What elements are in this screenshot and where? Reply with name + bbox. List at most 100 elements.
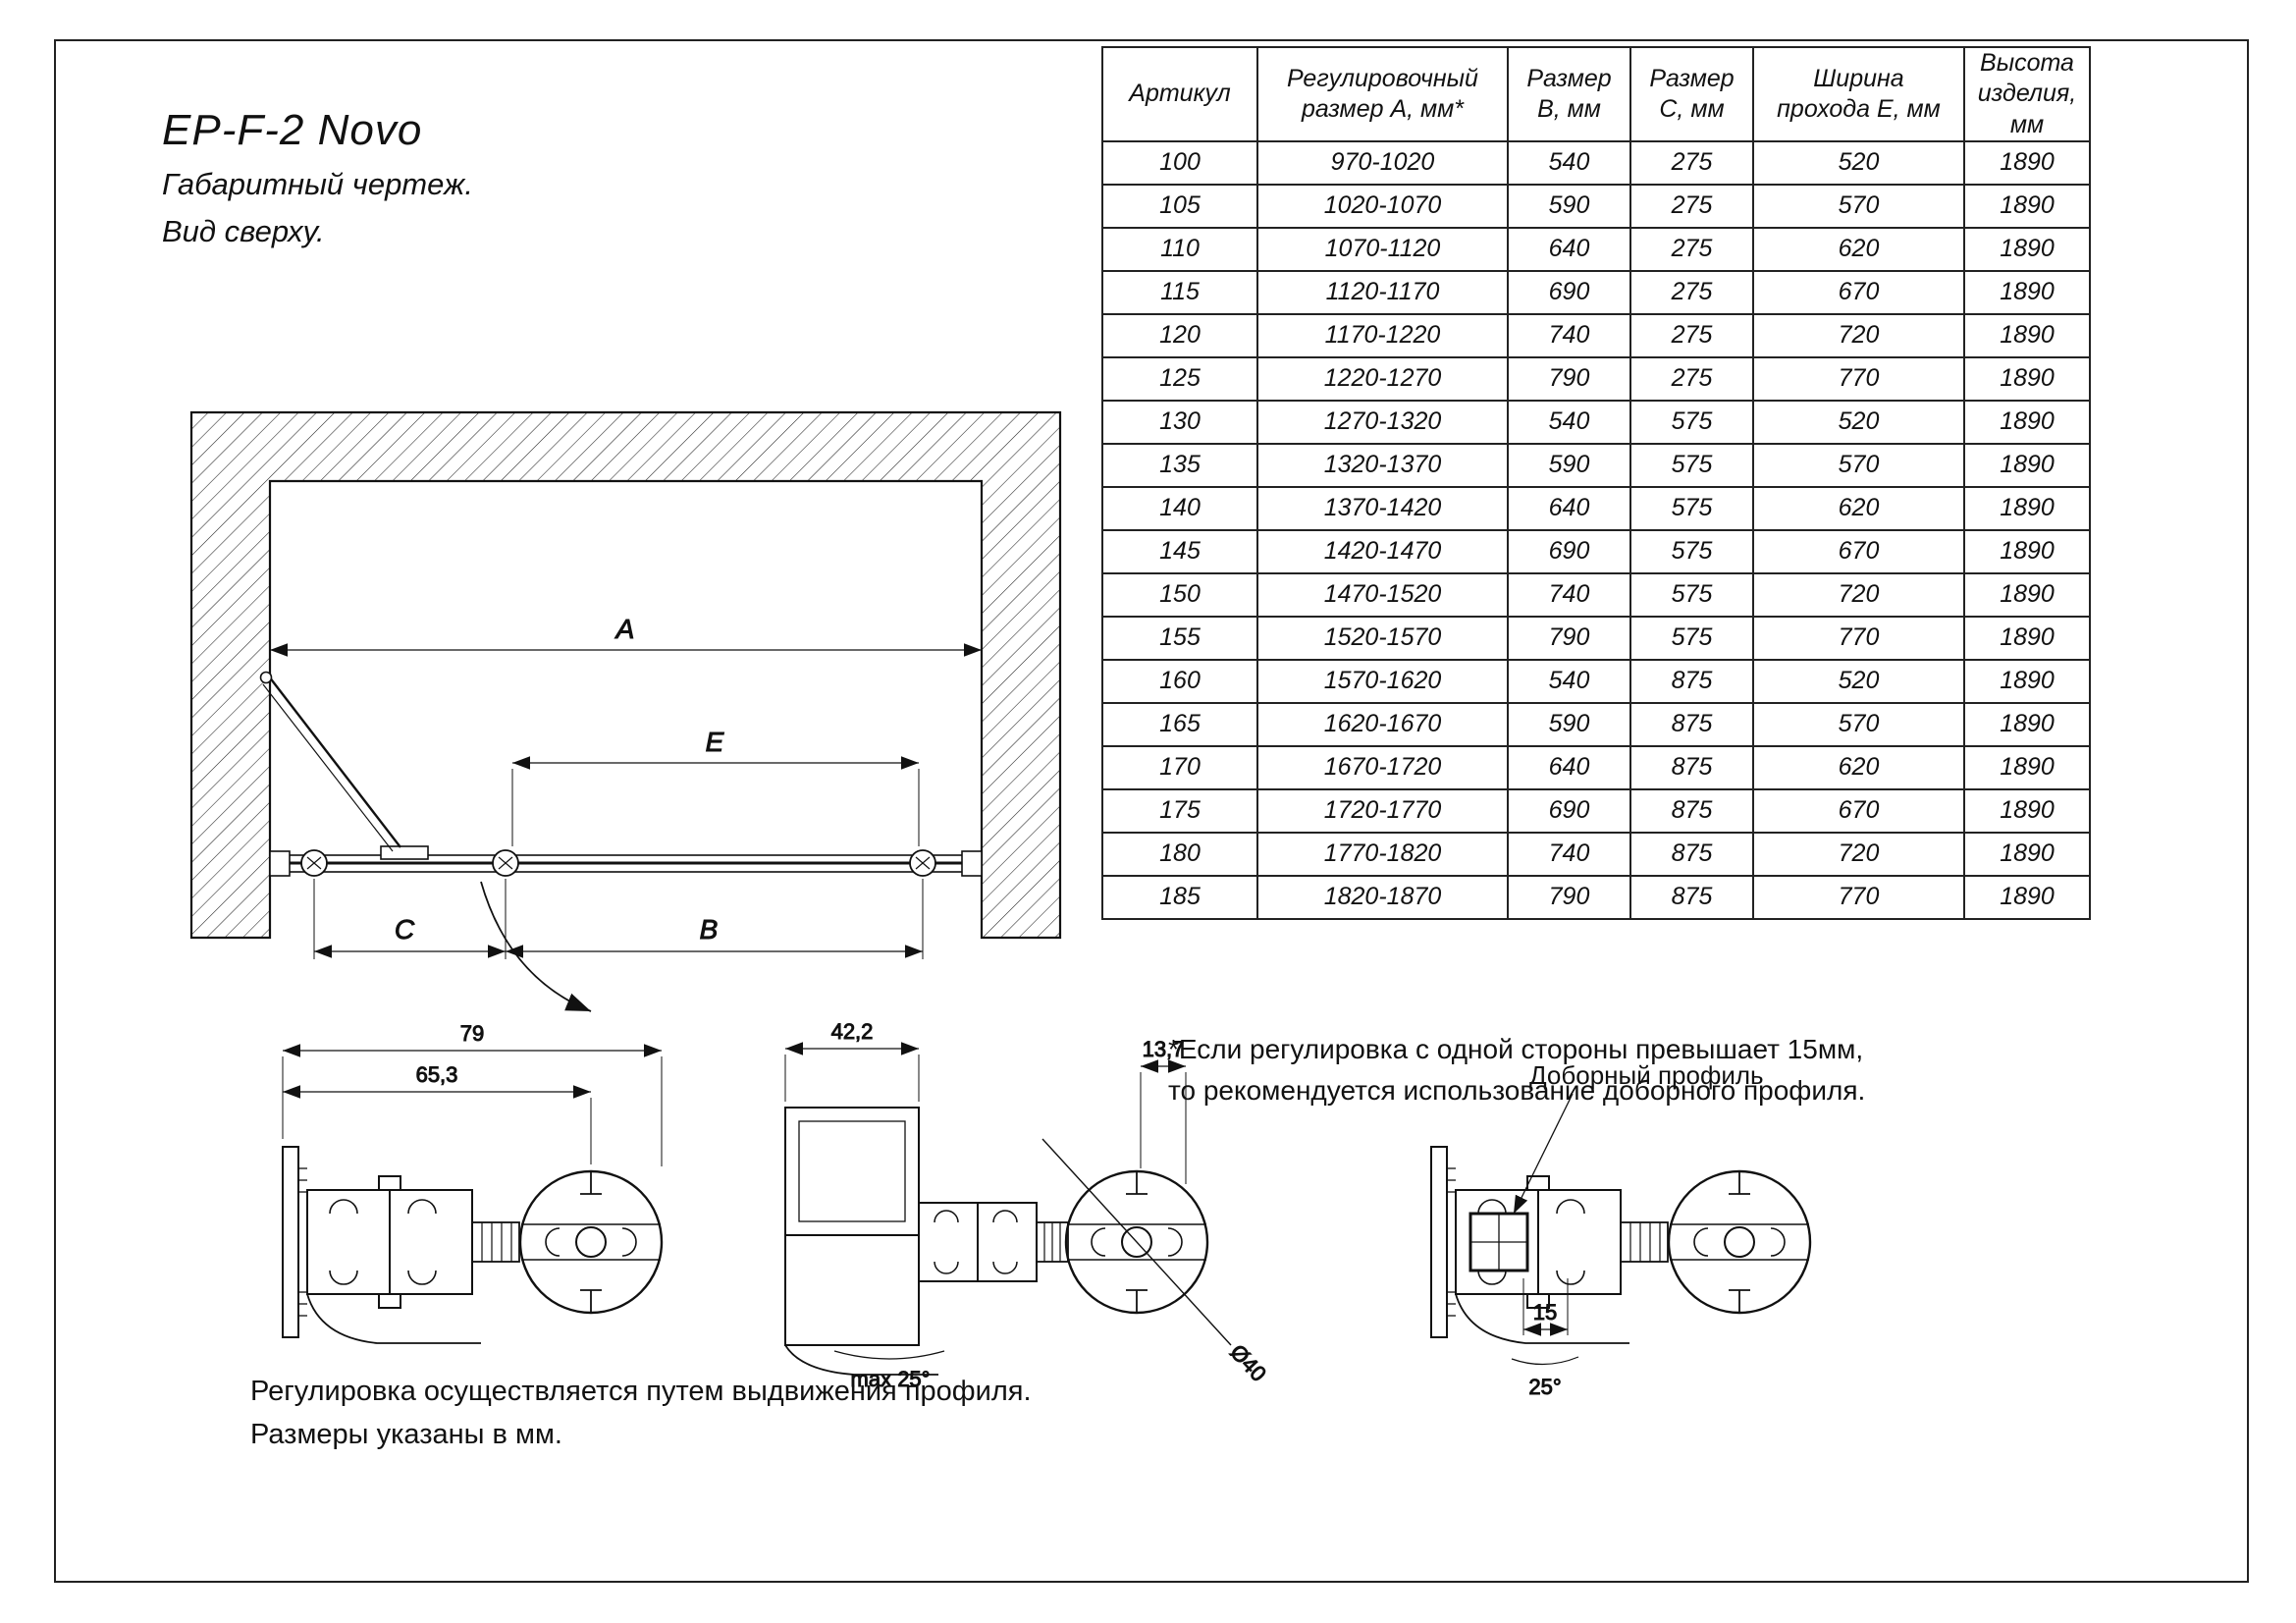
table-cell: 1420-1470 [1256,528,1509,574]
dim-b-label: B [700,914,719,945]
table-cell: 120 [1101,312,1258,358]
table-footnote: *Если регулировка с одной стороны превыш… [1168,1029,1865,1111]
table-cell: 275 [1629,183,1754,229]
dim-e-label: E [706,727,724,757]
table-cell: 770 [1752,615,1965,661]
dim-65-3-label: 65,3 [416,1062,458,1087]
table-cell: 1220-1270 [1256,355,1509,402]
column-header: Размер С, мм [1629,46,1754,142]
table-cell: 770 [1752,874,1965,920]
table-cell: 970-1020 [1256,139,1509,186]
dim-15-label: 15 [1533,1300,1557,1325]
table-cell: 1890 [1963,442,2091,488]
hinge-bracket [380,845,429,860]
table-cell: 790 [1507,874,1631,920]
table-cell: 1170-1220 [1256,312,1509,358]
table-cell: 520 [1752,139,1965,186]
table-cell: 875 [1629,658,1754,704]
column-header: Артикул [1101,46,1258,142]
table-cell: 520 [1752,399,1965,445]
table-cell: 1890 [1963,831,2091,877]
note-adjustment: Регулировка осуществляется путем выдвиже… [250,1376,1032,1407]
table-cell: 590 [1507,701,1631,747]
table-cell: 875 [1629,701,1754,747]
column-header: Ширина прохода Е, мм [1752,46,1965,142]
table-cell: 1890 [1963,139,2091,186]
open-door-leaf [259,671,401,852]
table-cell: 275 [1629,226,1754,272]
table-cell: 790 [1507,355,1631,402]
table-cell: 620 [1752,226,1965,272]
table-cell: 155 [1101,615,1258,661]
table-cell: 185 [1101,874,1258,920]
table-cell: 875 [1629,744,1754,790]
table-cell: 575 [1629,615,1754,661]
table-cell: 1670-1720 [1256,744,1509,790]
table-cell: 1320-1370 [1256,442,1509,488]
table-cell: 135 [1101,442,1258,488]
table-cell: 640 [1507,485,1631,531]
table-cell: 590 [1507,442,1631,488]
table-cell: 575 [1629,528,1754,574]
table-cell: 130 [1101,399,1258,445]
table-cell: 150 [1101,571,1258,618]
table-cell: 1890 [1963,226,2091,272]
footnote-line-1: *Если регулировка с одной стороны превыш… [1168,1034,1864,1064]
sheet-border [54,39,2249,1583]
table-cell: 1890 [1963,744,2091,790]
door-assembly [259,671,983,877]
table-cell: 540 [1507,139,1631,186]
wall-hatching [189,410,1062,940]
table-cell: 690 [1507,269,1631,315]
table-cell: 1470-1520 [1256,571,1509,618]
table-cell: 1570-1620 [1256,658,1509,704]
table-cell: 720 [1752,312,1965,358]
table-cell: 1890 [1963,399,2091,445]
table-cell: 175 [1101,787,1258,834]
table-cell: 875 [1629,831,1754,877]
table-cell: 575 [1629,571,1754,618]
table-cell: 575 [1629,442,1754,488]
table-cell: 1890 [1963,269,2091,315]
table-cell: 1890 [1963,183,2091,229]
table-cell: 115 [1101,269,1258,315]
table-cell: 875 [1629,874,1754,920]
dimension-lines: A E C B [270,614,982,959]
table-cell: 570 [1752,183,1965,229]
table-cell: 180 [1101,831,1258,877]
table-cell: 740 [1507,571,1631,618]
table-cell: 540 [1507,399,1631,445]
profile-section-1-dims: 79 65,3 [282,1021,663,1166]
title-block: EP-F-2 Novo Габаритный чертеж. Вид сверх… [162,106,473,249]
footnote-line-2: то рекомендуется использование доборного… [1168,1075,1866,1106]
table-cell: 100 [1101,139,1258,186]
table-cell: 1620-1670 [1256,701,1509,747]
column-header: Размер В, мм [1507,46,1631,142]
table-cell: 105 [1101,183,1258,229]
table-cell: 1890 [1963,571,2091,618]
dim-13-7-label: 13,7 [1143,1037,1185,1061]
table-cell: 590 [1507,183,1631,229]
table-cell: 1890 [1963,874,2091,920]
profile-details-drawing: 79 65,3 42,2 13,7 [282,1021,1812,1400]
table-cell: 640 [1507,226,1631,272]
table-cell: 740 [1507,312,1631,358]
table-cell: 670 [1752,787,1965,834]
dim-diameter-label: Ø40 [1225,1339,1271,1385]
